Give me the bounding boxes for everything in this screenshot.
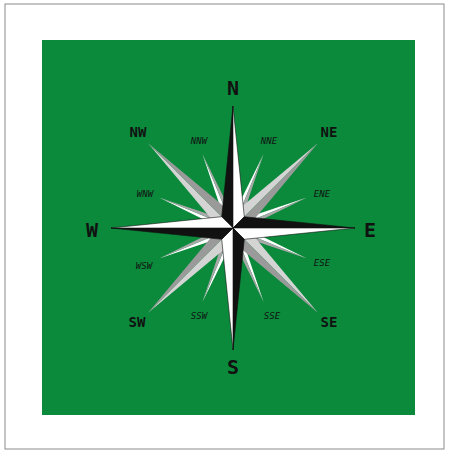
cardinal-points: [111, 106, 355, 350]
minor-label: ESE: [314, 259, 330, 268]
minor-label: SSW: [191, 312, 207, 321]
cardinal-label: W: [86, 220, 98, 240]
intercardinal-label: SE: [321, 315, 338, 329]
cardinal-label: S: [227, 357, 239, 377]
minor-label: WNW: [137, 190, 153, 199]
green-panel: [42, 40, 415, 415]
intercardinal-label: SW: [129, 315, 146, 329]
frame: [5, 4, 444, 449]
cardinal-label: E: [364, 220, 376, 240]
minor-label: NNW: [191, 137, 207, 146]
minor-label: SSE: [264, 312, 280, 321]
intercardinal-label: NE: [321, 125, 338, 139]
minor-label: ENE: [314, 190, 330, 199]
minor-label: WSW: [136, 262, 152, 271]
minor-label: NNE: [261, 137, 277, 146]
cardinal-label: N: [227, 78, 239, 98]
intercardinal-label: NW: [130, 125, 147, 139]
